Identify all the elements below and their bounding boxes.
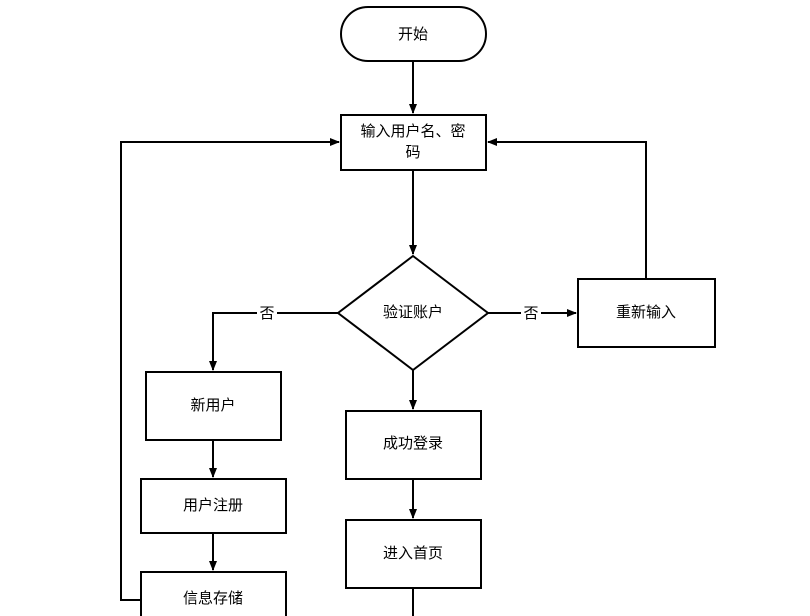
arrow-store-to-input xyxy=(120,138,340,601)
reenter-node: 重新输入 xyxy=(577,278,716,348)
new-user-label: 新用户 xyxy=(190,396,235,414)
arrow-verify-to-new-user xyxy=(209,312,338,371)
input-credentials-label-line1: 输入用户名、密 xyxy=(360,122,465,140)
store-info-label: 信息存储 xyxy=(183,589,243,607)
new-user-node: 新用户 xyxy=(145,371,282,441)
edge-label-no-right: 否 xyxy=(521,303,541,323)
store-info-node: 信息存储 xyxy=(140,571,287,616)
register-node: 用户注册 xyxy=(140,478,287,534)
verify-account-label: 验证账户 xyxy=(383,303,443,321)
edge-label-no-left: 否 xyxy=(257,303,277,323)
svg-text:否: 否 xyxy=(259,304,274,322)
homepage-label: 进入首页 xyxy=(383,544,443,562)
register-label: 用户注册 xyxy=(183,496,243,514)
svg-text:否: 否 xyxy=(523,304,538,322)
login-success-label: 成功登录 xyxy=(383,434,443,452)
connectors xyxy=(120,62,647,616)
homepage-node: 进入首页 xyxy=(345,519,482,589)
verify-account-decision: 验证账户 xyxy=(336,254,490,372)
start-node: 开始 xyxy=(340,6,487,62)
input-credentials-label-line2: 码 xyxy=(405,143,420,161)
reenter-label: 重新输入 xyxy=(616,303,676,321)
start-label: 开始 xyxy=(398,25,428,43)
input-credentials-node: 输入用户名、密 码 xyxy=(340,114,487,171)
arrow-reenter-to-input xyxy=(487,138,647,279)
login-success-node: 成功登录 xyxy=(345,410,482,480)
